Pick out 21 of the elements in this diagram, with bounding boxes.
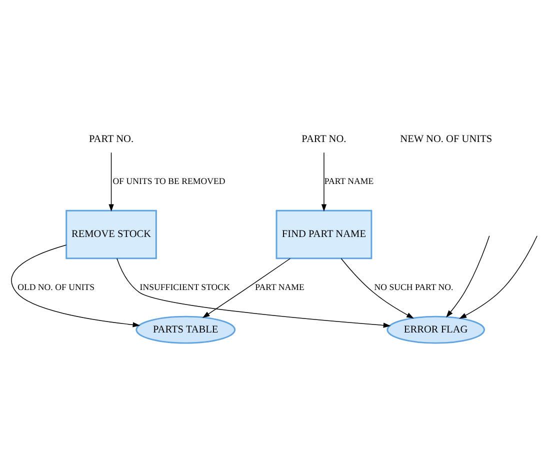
edge-label: OLD NO. OF UNITS: [18, 281, 95, 292]
node-text: PART NO.: [88, 133, 134, 144]
edge-label: PART NAME: [324, 175, 374, 186]
edge-label: NO SUCH PART NO.: [374, 281, 454, 292]
edge-label: PART NAME: [255, 281, 304, 292]
node-box: FIND PART NAME: [276, 209, 372, 259]
edge-label: INSUFFICIENT STOCK: [140, 281, 230, 292]
node-text: PART NO.: [302, 133, 346, 144]
arrow: [108, 152, 114, 212]
node-ellipse: PARTS TABLE: [136, 315, 236, 344]
arrow: [321, 152, 327, 212]
label: NEW NO. OF UNITS: [400, 133, 492, 144]
arrow: [459, 235, 538, 318]
edge-label: OF UNITS TO BE REMOVED: [112, 175, 226, 186]
node-ellipse: ERROR FLAG: [386, 315, 485, 344]
arrow: [11, 244, 140, 327]
node-box: REMOVE STOCK: [66, 209, 157, 259]
arrow: [446, 234, 490, 318]
arrow: [116, 258, 391, 328]
arrow: [340, 258, 414, 318]
arrow: [202, 258, 291, 318]
